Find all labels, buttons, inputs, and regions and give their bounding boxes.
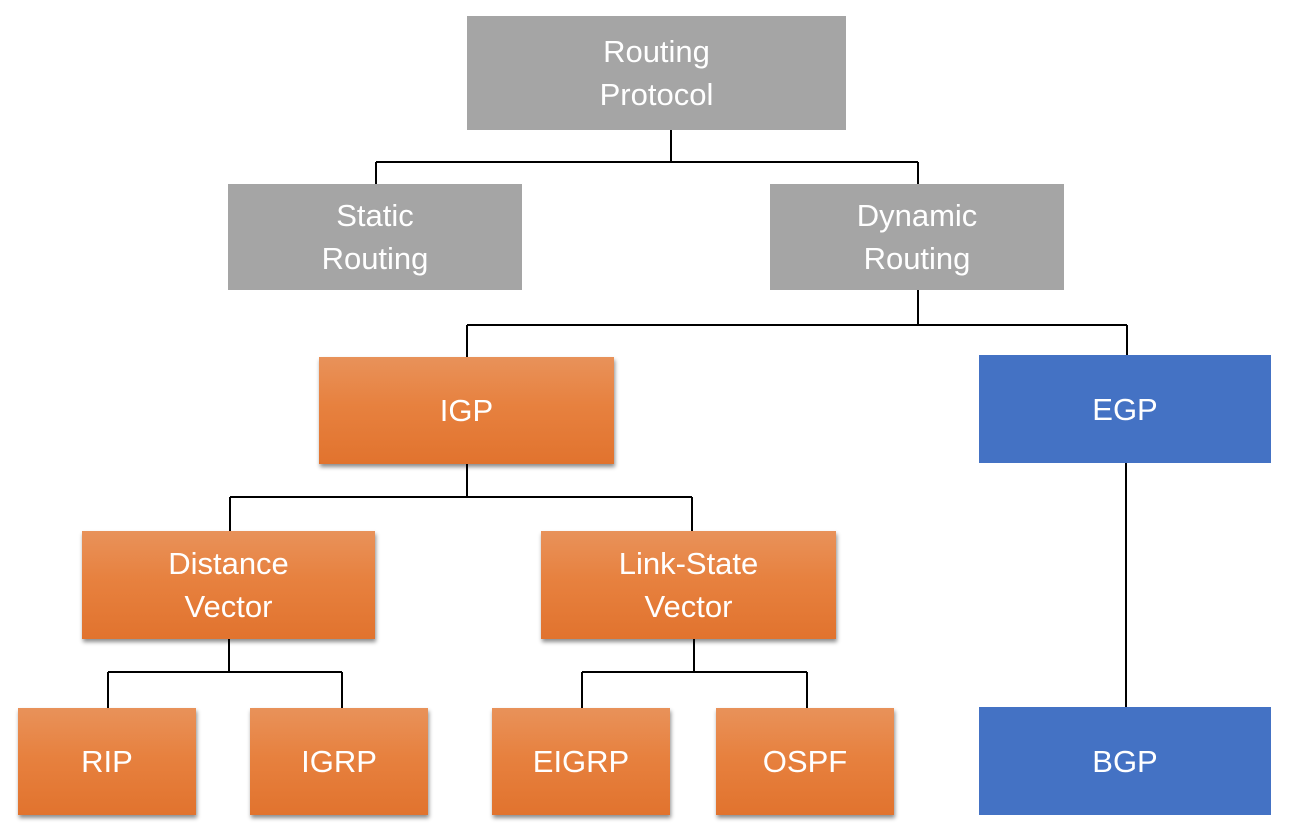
node-ospf-label: OSPF xyxy=(762,744,848,779)
node-egp: EGP xyxy=(979,355,1271,463)
node-rip-label: RIP xyxy=(81,744,133,779)
node-ospf: OSPF xyxy=(716,708,894,815)
node-dynamic-routing: Dynamic Routing xyxy=(770,184,1064,290)
node-distance-vector-line-2: Vector xyxy=(184,589,273,624)
node-routing-protocol-line-2: Protocol xyxy=(599,77,714,112)
node-bgp-label: BGP xyxy=(1092,743,1158,779)
node-static-routing-line-2: Routing xyxy=(321,241,429,276)
node-link-state-vector: Link-State Vector xyxy=(541,531,836,639)
node-eigrp: EIGRP xyxy=(492,708,670,815)
node-dynamic-routing-line-1: Dynamic xyxy=(856,198,978,233)
node-igp: IGP xyxy=(319,357,614,464)
node-link-state-vector-line-2: Vector xyxy=(644,589,733,624)
node-routing-protocol: Routing Protocol xyxy=(467,16,846,130)
node-link-state-vector-line-1: Link-State xyxy=(618,546,759,581)
node-bgp: BGP xyxy=(979,707,1271,815)
node-routing-protocol-line-1: Routing xyxy=(603,34,710,69)
node-egp-label: EGP xyxy=(1092,391,1158,427)
node-eigrp-label: EIGRP xyxy=(532,744,630,779)
node-dynamic-routing-line-2: Routing xyxy=(863,241,971,276)
node-igrp-label: IGRP xyxy=(301,744,377,779)
node-igp-label: IGP xyxy=(439,393,494,428)
node-static-routing-line-1: Static xyxy=(336,198,414,233)
node-distance-vector-line-1: Distance xyxy=(168,546,289,581)
node-igrp: IGRP xyxy=(250,708,428,815)
node-static-routing: Static Routing xyxy=(228,184,522,290)
node-rip: RIP xyxy=(18,708,196,815)
node-distance-vector: Distance Vector xyxy=(82,531,375,639)
